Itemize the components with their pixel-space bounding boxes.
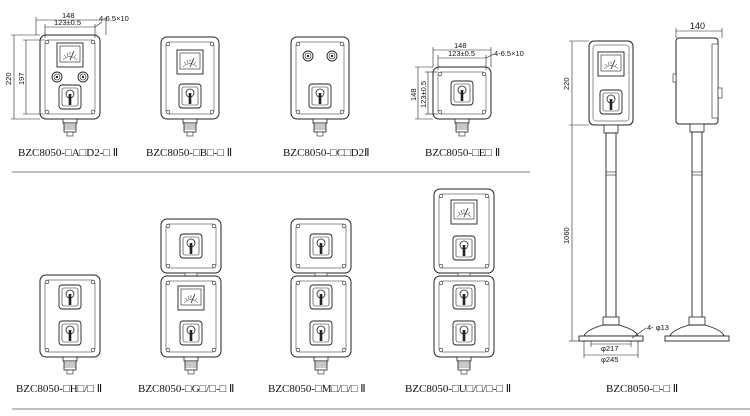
dim-e-height-123: 123±0.5 [419, 81, 428, 108]
stand-front-view [578, 40, 644, 342]
dimensions-e [415, 47, 495, 120]
enclosure-c [290, 36, 350, 137]
dim-base-217: φ217 [601, 344, 618, 353]
side-dimensions [675, 28, 723, 38]
dim-height-220: 220 [4, 72, 13, 85]
dim-inner-123: 123±0.5 [54, 18, 81, 27]
enclosure-e [432, 66, 492, 137]
dimensions-a [11, 17, 107, 120]
dim-depth-140: 140 [690, 21, 705, 31]
dim-holes: 4-6.5×10 [99, 14, 129, 23]
caption-b: BZC8050-□B□-□ Ⅱ [146, 147, 232, 159]
dim-pole-1060: 1060 [562, 227, 571, 244]
dim-e-width-148: 148 [454, 41, 467, 50]
dim-base-245: φ245 [601, 355, 618, 364]
dim-base-holes: 4- φ13 [647, 323, 669, 332]
enclosure-m [290, 218, 352, 375]
enclosure-a [39, 34, 101, 137]
stand-dimensions [569, 40, 647, 358]
dim-stand-220: 220 [562, 77, 571, 90]
caption-u: BZC8050-□U□/□/□-□ Ⅱ [405, 383, 511, 395]
stand-side-view [664, 37, 730, 342]
caption-e: BZC8050-□E□ Ⅱ [425, 147, 500, 159]
enclosure-b [160, 36, 220, 137]
caption-c: BZC8050-□C□D2Ⅱ [283, 147, 370, 159]
dim-width-148: 148 [62, 11, 75, 20]
caption-g: BZC8050-□G□/□-□ Ⅱ [138, 383, 234, 395]
dim-e-inner-123: 123±0.5 [448, 49, 475, 58]
enclosure-u [433, 188, 495, 375]
enclosure-g [160, 218, 222, 375]
dim-e-height-148: 148 [409, 88, 418, 101]
caption-h: BZC8050-□H□/□ Ⅱ [16, 383, 102, 395]
enclosure-h [39, 274, 101, 375]
dim-height-197: 197 [17, 72, 26, 85]
dim-e-holes: 4-6.5×10 [494, 49, 524, 58]
caption-a: BZC8050-□A□D2-□ Ⅱ [18, 147, 118, 159]
caption-m: BZC8050-□M□/□/□ Ⅱ [268, 383, 366, 395]
caption-stand: BZC8050-□-□ Ⅱ [606, 383, 678, 395]
